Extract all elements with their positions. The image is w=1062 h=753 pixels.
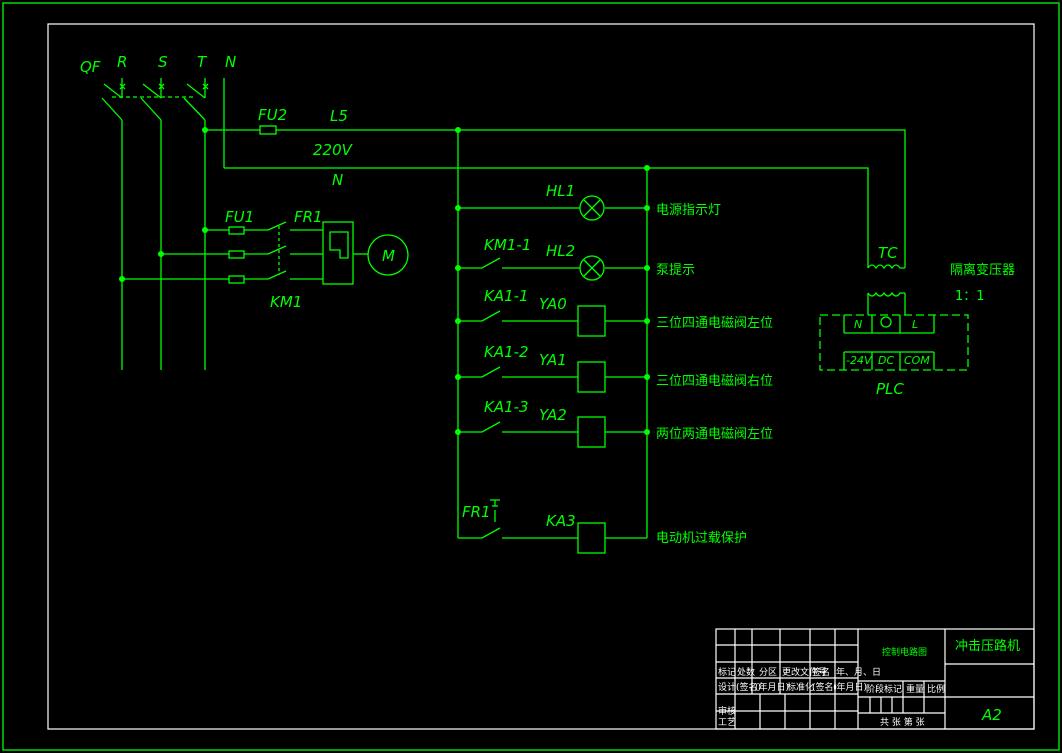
tb-h3: 更改文件号 xyxy=(782,666,827,678)
rung-hl1 xyxy=(455,195,650,221)
motor-symbol xyxy=(367,234,409,276)
label-r: R xyxy=(117,53,127,71)
label-km1: KM1 xyxy=(270,293,302,311)
plc-block xyxy=(819,314,969,371)
inner-border xyxy=(47,23,1035,730)
plc-l: L xyxy=(912,318,918,331)
label-ya0: YA0 xyxy=(539,295,567,313)
label-motor: M xyxy=(382,247,395,265)
transformer-ratio: 1：1 xyxy=(955,289,985,304)
label-qf: QF xyxy=(80,58,101,76)
label-220v: 220V xyxy=(313,141,354,159)
label-fu1: FU1 xyxy=(225,208,254,226)
transformer-symbol xyxy=(867,264,906,315)
supply-wires xyxy=(101,78,225,370)
tb-sheets: 共 张 第 张 xyxy=(880,716,925,728)
plc-com: COM xyxy=(904,354,930,367)
label-ka1-3: KA1-3 xyxy=(484,398,529,416)
tb-d1: (签名) xyxy=(736,681,761,693)
label-ya2: YA2 xyxy=(539,406,567,424)
label-s: S xyxy=(158,53,168,71)
desc-ya2: 两位两通电磁阀左位 xyxy=(656,427,773,442)
label-ka3: KA3 xyxy=(546,512,576,530)
tb-h0: 标记 xyxy=(718,666,736,678)
tb-weight: 重量 xyxy=(906,683,924,695)
tb-h2: 分区 xyxy=(759,667,777,678)
tb-d0: 设计 xyxy=(718,681,736,693)
rung-ya2 xyxy=(455,416,650,448)
label-fr1: FR1 xyxy=(294,208,323,226)
plc-n: N xyxy=(854,318,862,331)
tb-d3: 标准化 xyxy=(787,681,814,693)
tb-product: 冲击压路机 xyxy=(955,638,1020,654)
tb-scale: 比例 xyxy=(927,683,945,695)
motor-circuit xyxy=(119,221,368,285)
label-km1-1: KM1-1 xyxy=(484,236,531,254)
label-hl2: HL2 xyxy=(546,242,575,260)
label-l5: L5 xyxy=(330,107,348,125)
label-tc: TC xyxy=(878,244,898,262)
tb-d4: (签名) xyxy=(812,681,837,693)
control-bus xyxy=(202,125,906,538)
label-fr1-contact: FR1 xyxy=(462,503,491,521)
rung-ya1 xyxy=(455,361,650,393)
tb-stage: 阶段标记 xyxy=(866,683,902,695)
plc-24v: -24V xyxy=(846,354,873,367)
desc-ya1: 三位四通电磁阀右位 xyxy=(656,374,773,389)
label-ka1-1: KA1-1 xyxy=(484,287,529,305)
tb-review: 审核 xyxy=(718,705,736,717)
desc-ka3: 电动机过载保护 xyxy=(656,531,747,546)
desc-hl1: 电源指示灯 xyxy=(656,203,721,218)
label-ya1: YA1 xyxy=(539,351,567,369)
tb-size: A2 xyxy=(981,706,1002,724)
tb-h4: 签名 xyxy=(812,666,830,678)
label-t: T xyxy=(197,53,208,71)
title-block xyxy=(715,628,1035,730)
rung-ya0 xyxy=(455,305,650,337)
label-hl1: HL1 xyxy=(546,182,575,200)
desc-hl2: 泵提示 xyxy=(656,262,695,278)
label-fu2: FU2 xyxy=(258,106,287,124)
rung-hl2 xyxy=(455,255,650,281)
tb-h5: 年、月、日 xyxy=(836,666,881,678)
label-ka1-2: KA1-2 xyxy=(484,343,529,361)
tb-d5: (年月日) xyxy=(833,681,867,693)
tb-h1: 处数 xyxy=(737,666,755,678)
tb-process: 工艺 xyxy=(718,717,736,728)
rung-ka3 xyxy=(458,499,647,554)
tb-drawing-name: 控制电路图 xyxy=(882,646,927,658)
tb-d2: (年月日) xyxy=(755,681,789,693)
desc-ya0: 三位四通电磁阀左位 xyxy=(656,316,773,331)
plc-label: PLC xyxy=(876,380,904,398)
label-n-line: N xyxy=(332,171,343,189)
plc-dc: DC xyxy=(878,354,894,367)
transformer-title: 隔离变压器 xyxy=(950,262,1015,278)
label-n: N xyxy=(225,53,236,71)
